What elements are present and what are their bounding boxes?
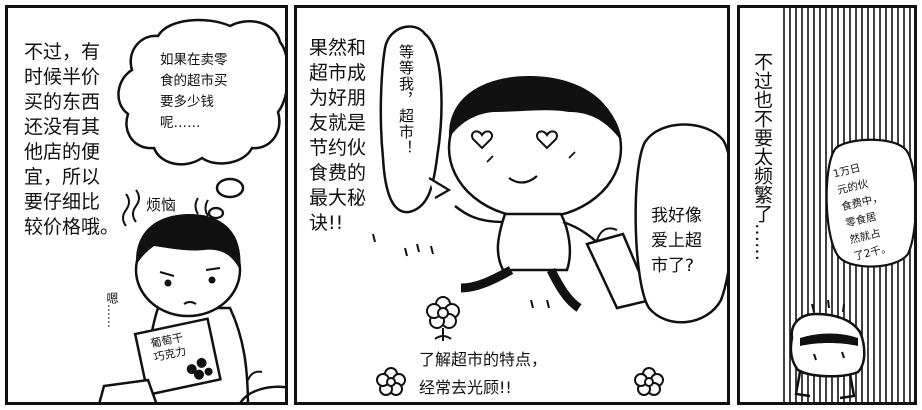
comic-panel-2: 果然和 超市成 为好朋 友就是 节约伙 食费的 最大秘 诀!! 等等我，超市！ …	[294, 5, 730, 405]
fret-lines-right	[194, 197, 209, 217]
character-eye-right	[208, 276, 216, 284]
panel-2-artwork	[372, 25, 727, 396]
comic-panel-3: 不过也不要太频繁了…… 1万日 元的伙 食费中， 零食居 然就占 了2千。	[737, 5, 917, 405]
caption-text: 了解超市的特点， 经常去光顾!!	[419, 350, 548, 397]
ground-marks	[372, 233, 550, 309]
panel-1-artwork	[98, 18, 285, 402]
narration-text: 不过，有 时候半价 买的东西 还没有其 他店的便 宜，所以 要仔细比 较价格哦。	[24, 41, 120, 238]
thought-text: 如果在卖零 食的超市买 要多少钱 呢……	[160, 52, 228, 131]
character-hair	[135, 214, 241, 270]
character-brow-left	[159, 271, 175, 277]
flower-right	[634, 367, 664, 396]
fret-text: 烦恼	[146, 196, 177, 214]
narration-text: 不过也不要太频繁了……	[750, 52, 774, 261]
character-mouth	[183, 301, 197, 305]
runner-body	[496, 212, 572, 272]
shout-bubble-tail	[428, 177, 452, 199]
snack-package	[133, 317, 222, 397]
mumble-text: 嗯……	[105, 292, 119, 328]
runner-leg-left	[460, 266, 514, 293]
note-bubble	[825, 138, 914, 268]
runner-leg-right	[546, 267, 582, 312]
love-text: 我好像 爱上超 市了?	[651, 206, 702, 276]
gloomy-character	[789, 312, 866, 378]
flower-center	[426, 296, 460, 341]
shopping-bag-right	[239, 385, 285, 402]
thought-dot-large	[215, 177, 245, 199]
narration-text: 果然和 超市成 为好朋 友就是 节约伙 食费的 最大秘 诀!!	[309, 37, 367, 234]
shout-bubble	[379, 25, 443, 214]
character-brow-right	[205, 267, 221, 271]
shopping-bag-left	[98, 378, 158, 402]
love-bubble	[634, 123, 727, 324]
runner-heart-eye-left	[471, 130, 493, 150]
runner-heart-eye-right	[536, 130, 558, 150]
flower-left	[376, 367, 406, 396]
comic-panel-1: 不过，有 时候半价 买的东西 还没有其 他店的便 宜，所以 要仔细比 较价格哦。…	[5, 5, 288, 405]
character-eye-left	[164, 279, 172, 287]
thought-bubble	[117, 18, 285, 166]
thought-dot-small	[207, 206, 225, 220]
runner-arm-left	[454, 205, 504, 224]
runner-mouth	[508, 175, 538, 184]
shout-text: 等等我，超市！	[397, 44, 415, 156]
runner-hair	[448, 76, 619, 138]
fret-lines-left	[122, 189, 140, 227]
